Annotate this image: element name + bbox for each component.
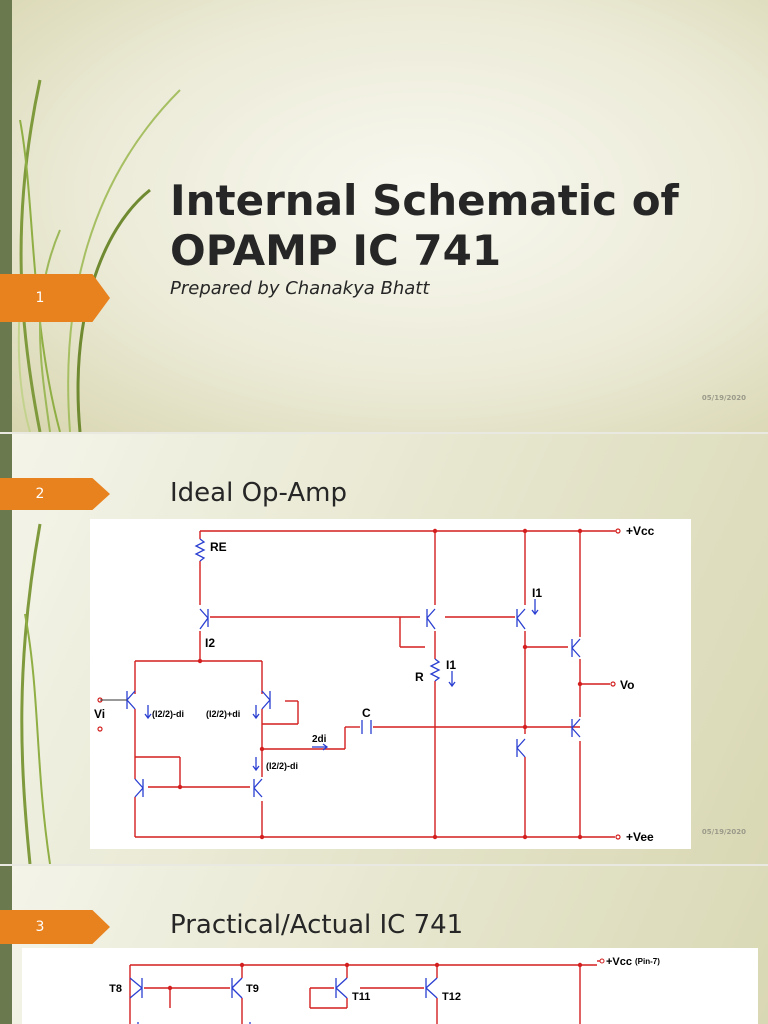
- grass-decoration: [20, 523, 51, 864]
- practical-ic741-schematic: +Vcc (Pin-7) T8 T9 T11 T12 I1 I1: [22, 948, 758, 1024]
- label-t9: T9: [246, 983, 259, 995]
- label-r: R: [415, 670, 424, 684]
- slide-heading: Practical/Actual IC 741: [170, 910, 464, 940]
- label-re: RE: [210, 540, 227, 554]
- title-line-1: Internal Schematic of: [170, 176, 679, 225]
- label-i1-mid: I1: [446, 658, 456, 672]
- slide-number-tag: 3: [0, 910, 110, 944]
- schematic-drawing: +Vcc (Pin-7) T8 T9 T11 T12 I1 I1: [109, 956, 660, 1024]
- label-vcc-pin: (Pin-7): [635, 957, 660, 966]
- slide-3[interactable]: 3 Practical/Actual IC 741: [0, 866, 768, 1024]
- ideal-opamp-schematic: +Vcc +Vee RE I2 I1 I1 R C Vi Vo 2di (I2/…: [90, 519, 691, 849]
- label-2di: 2di: [312, 734, 327, 745]
- title-line-2: OPAMP IC 741: [170, 226, 502, 275]
- slide-2[interactable]: 2 Ideal Op-Amp 05/19/2020: [0, 434, 768, 864]
- schematic-drawing: +Vcc +Vee RE I2 I1 I1 R C Vi Vo 2di (I2/…: [94, 524, 655, 844]
- label-t11: T11: [352, 991, 370, 1003]
- label-minus-di: (I2/2)-di: [152, 709, 184, 719]
- label-t8: T8: [109, 983, 122, 995]
- presentation-title: Internal Schematic of OPAMP IC 741: [170, 176, 750, 276]
- label-vee: +Vee: [626, 830, 654, 844]
- slide-date: 05/19/2020: [701, 828, 746, 836]
- label-vi: Vi: [94, 707, 105, 721]
- label-vcc: +Vcc: [606, 956, 632, 968]
- slide-1[interactable]: 1 Internal Schematic of OPAMP IC 741 Pre…: [0, 0, 768, 432]
- slide-rail: [0, 434, 12, 864]
- label-i1-top: I1: [532, 586, 542, 600]
- label-c: C: [362, 706, 371, 720]
- label-vcc: +Vcc: [626, 524, 655, 538]
- label-t12: T12: [442, 991, 461, 1003]
- label-vo: Vo: [620, 678, 634, 692]
- presentation-subtitle: Prepared by Chanakya Bhatt: [170, 278, 430, 299]
- label-minus-di-lower: (I2/2)-di: [266, 761, 298, 771]
- slide-rail: [0, 0, 12, 432]
- label-plus-di: (I2/2)+di: [206, 709, 240, 719]
- label-i2: I2: [205, 636, 215, 650]
- slide-number-tag: 2: [0, 478, 110, 510]
- slide-number-tag: 1: [0, 274, 110, 322]
- slide-date: 05/19/2020: [701, 394, 746, 402]
- slide-rail: [0, 866, 12, 1024]
- slide-heading: Ideal Op-Amp: [170, 478, 347, 508]
